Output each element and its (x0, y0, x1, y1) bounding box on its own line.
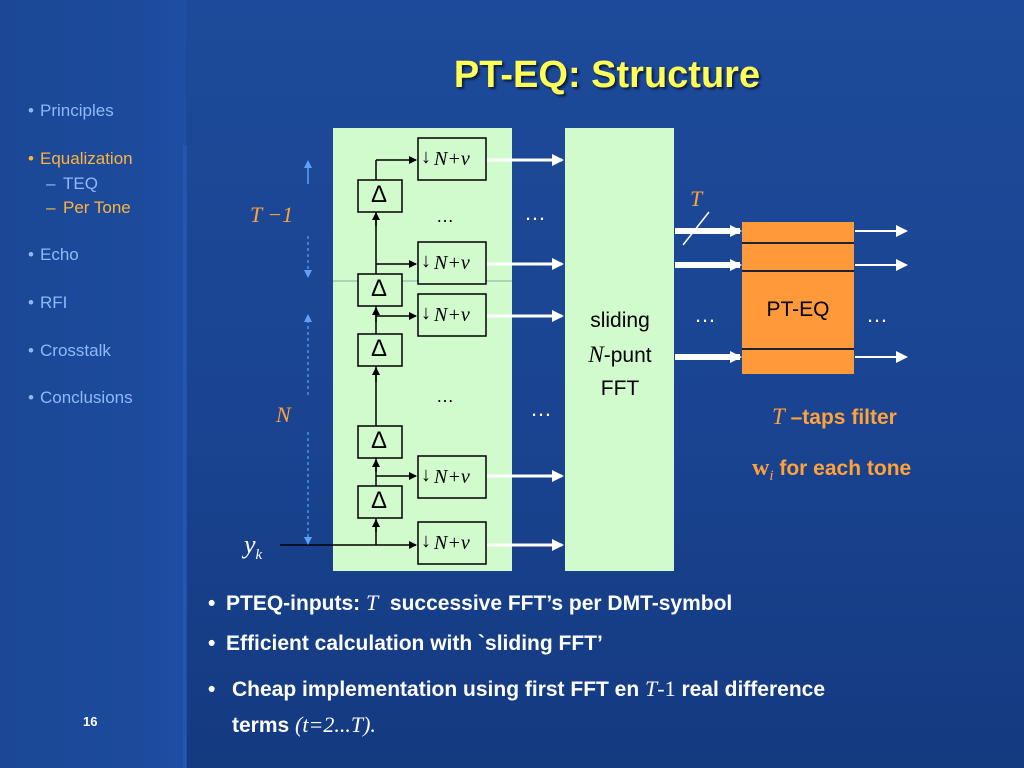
delay-symbol: Δ (371, 427, 388, 454)
down-arrow-icon: ↓ (421, 250, 431, 272)
bus-slash (682, 211, 710, 246)
ellipsis: … (524, 200, 546, 225)
sidebar-item-rfi[interactable]: •RFI (28, 293, 68, 312)
sidebar (0, 0, 186, 768)
sidebar-item-equalization[interactable]: •Equalization (28, 149, 133, 168)
span-label-top: T −1 (250, 202, 294, 227)
sidebar-item-echo[interactable]: •Echo (28, 245, 79, 264)
sidebar-item-conclusions[interactable]: •Conclusions (28, 388, 133, 407)
ellipsis: … (530, 396, 552, 421)
delay-symbol: Δ (371, 487, 388, 514)
downsample-box (417, 521, 487, 565)
input-label: yk (244, 530, 263, 564)
weights-annotation: wi for each tone (752, 455, 912, 485)
downsample-box (417, 241, 487, 285)
delay-box (357, 485, 403, 519)
downsample-label: N+ν (434, 466, 470, 488)
page-title: PT-EQ: Structure (453, 54, 761, 96)
downsample-label: N+ν (434, 532, 470, 554)
downsample-label: N+ν (434, 304, 470, 326)
sidebar-item-crosstalk[interactable]: •Crosstalk (28, 341, 111, 360)
fft-label-line2: N-punt (588, 342, 652, 367)
down-arrow-icon: ↓ (421, 530, 431, 552)
ellipsis: … (866, 302, 888, 327)
downsample-label: N+ν (434, 252, 470, 274)
downsample-label: N+ν (434, 148, 470, 170)
bullet-pteq-inputs: •PTEQ-inputs: T successive FFT’s per DMT… (208, 590, 733, 615)
sidebar-item-principles[interactable]: •Principles (28, 101, 114, 120)
pteq-label: PT-EQ (766, 298, 830, 321)
ellipsis: … (694, 302, 716, 327)
sidebar-subitem-per-tone[interactable]: –Per Tone (46, 198, 131, 217)
bus-label: T (690, 186, 703, 211)
bullet-cheap-implementation-cont: terms (t=2...T). (232, 712, 376, 737)
delay-box (357, 333, 403, 367)
ellipsis: … (436, 206, 454, 226)
slide-number: 16 (83, 714, 98, 729)
fft-label-line1: sliding (590, 309, 650, 332)
sliding-fft-block (565, 128, 674, 571)
delay-symbol: Δ (371, 335, 388, 362)
sidebar-divider (183, 145, 187, 768)
down-arrow-icon: ↓ (421, 464, 431, 486)
sidebar-subitem-teq[interactable]: –TEQ (46, 174, 98, 193)
down-arrow-icon: ↓ (421, 302, 431, 324)
bullet-cheap-implementation: •Cheap implementation using first FFT en… (208, 676, 826, 701)
taps-annotation: T –taps filter (772, 404, 897, 429)
span-label-bottom: N (276, 402, 291, 427)
delay-symbol: Δ (371, 181, 388, 208)
bullet-sliding-fft: •Efficient calculation with `sliding FFT… (208, 632, 603, 655)
delay-box (357, 179, 403, 213)
delay-box (357, 273, 403, 307)
downsample-box (417, 293, 487, 337)
down-arrow-icon: ↓ (421, 146, 431, 168)
delay-box (357, 425, 403, 459)
delay-symbol: Δ (371, 275, 388, 302)
ellipsis: … (436, 386, 454, 406)
downsample-box (417, 137, 487, 181)
downsample-box (417, 455, 487, 499)
fft-label-line3: FFT (600, 377, 640, 400)
